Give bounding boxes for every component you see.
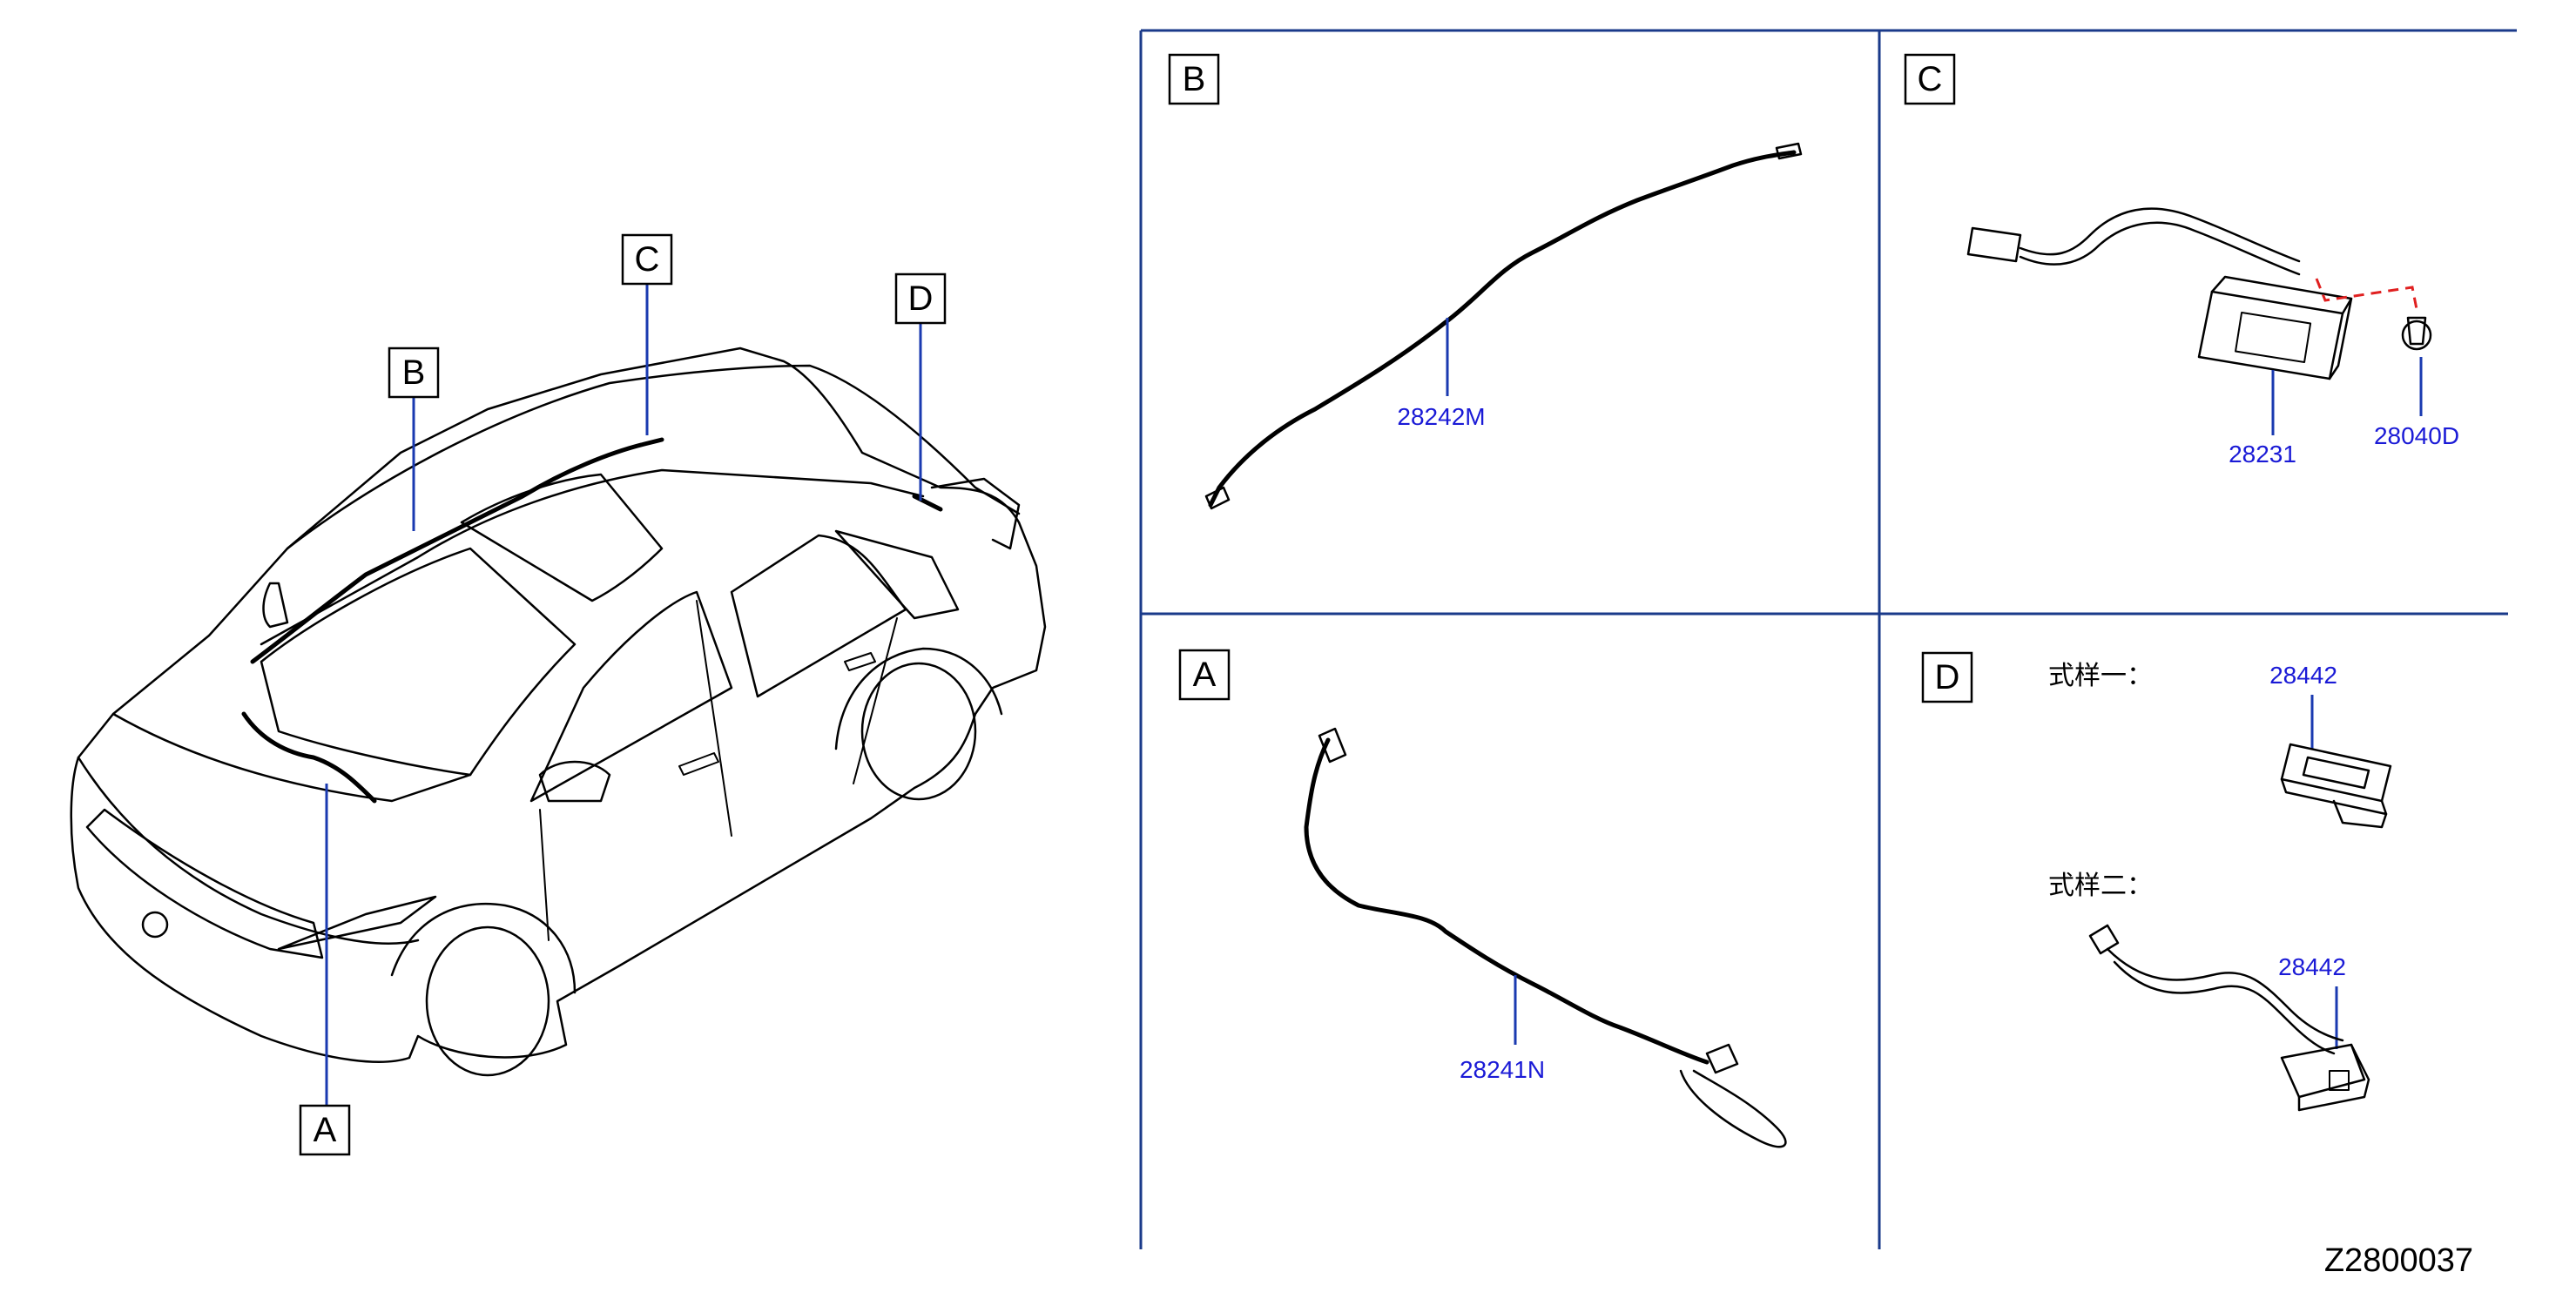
connector-plug — [1966, 226, 2022, 263]
clip-28040d — [2401, 316, 2432, 351]
panel-c-letter: C — [1918, 60, 1943, 98]
style-1-label: 式样一： — [2048, 661, 2153, 691]
camera-style-1 — [2280, 743, 2392, 829]
callout-b: B — [402, 353, 426, 392]
dashed-connector — [2315, 278, 2418, 310]
callout-box-c — [621, 233, 673, 286]
car-illustration — [70, 347, 1047, 1077]
part-28231-label: 28231 — [2229, 441, 2296, 468]
callout-box-a — [299, 1104, 351, 1156]
panel-b: B 28242M — [1168, 53, 1803, 510]
roof-harness — [1208, 150, 1797, 508]
panel-a-letter: A — [1193, 656, 1217, 694]
callout-c: C — [635, 240, 660, 279]
front-harness — [1304, 737, 1709, 1065]
part-28442-label-2: 28442 — [2278, 953, 2346, 980]
panel-d-letter: D — [1935, 658, 1960, 696]
part-28040d-label: 28040D — [2374, 422, 2459, 449]
panel-c: C 28231 28040D — [1904, 53, 2459, 468]
panel-b-letter: B — [1183, 60, 1206, 98]
part-28242m-label: 28242M — [1397, 403, 1485, 430]
panel-grid — [1139, 29, 2517, 1249]
callout-a: A — [314, 1111, 337, 1149]
callout-box-d — [894, 273, 947, 325]
panel-d: D 式样一： 28442 式样二： 28442 — [1921, 651, 2392, 1112]
module-28231 — [2197, 275, 2353, 380]
part-28442-label-1: 28442 — [2269, 662, 2337, 689]
style-2-label: 式样二： — [2048, 871, 2153, 901]
part-28241n-label: 28241N — [1460, 1056, 1545, 1083]
car-callouts: A B C D — [299, 233, 947, 1156]
callout-d: D — [908, 279, 934, 318]
diagram-code: Z2800037 — [2324, 1242, 2473, 1279]
callout-box-b — [388, 347, 440, 399]
panel-a: A 28241N — [1178, 649, 1787, 1148]
camera-style-2 — [2088, 924, 2370, 1112]
